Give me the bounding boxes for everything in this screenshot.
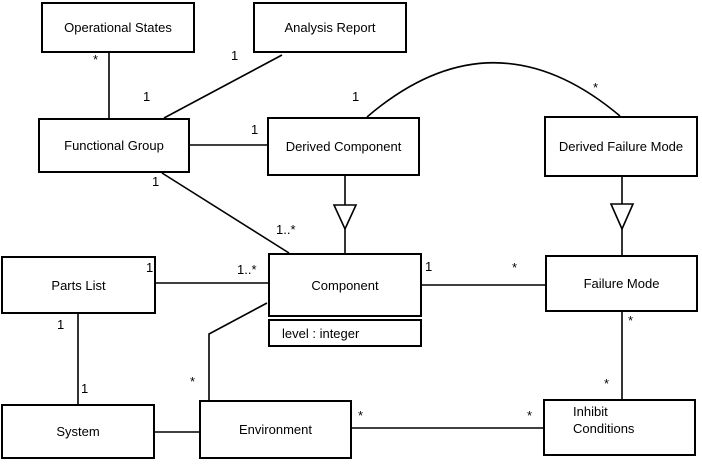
multiplicity-label: 1 [425,259,433,274]
multiplicity-label: * [190,374,196,389]
edge-derivedcomponent-derivedfailuremode-arc [366,61,621,118]
multiplicity-label: * [593,80,599,95]
class-failure-mode: Failure Mode [545,255,698,312]
class-derived-component: Derived Component [267,117,420,176]
multiplicity-label: * [527,408,533,423]
multiplicity-label: 1 [81,381,89,396]
class-functional-group: Functional Group [38,118,190,173]
generalization-arrow-component [332,204,358,231]
multiplicity-label: 1 [146,260,154,275]
multiplicity-label: 1..* [276,222,296,237]
multiplicity-label: 1 [231,48,239,63]
class-environment: Environment [199,400,352,459]
class-inhibit-conditions-label: Inhibit Conditions [573,404,635,436]
multiplicity-label: * [93,52,99,67]
multiplicity-label: 1..* [237,262,257,277]
multiplicity-label: 1 [152,174,160,189]
multiplicity-label: * [512,260,518,275]
multiplicity-label: 1 [143,89,151,104]
edge-functionalgroup-component [161,172,290,254]
class-operational-states: Operational States [41,2,195,53]
class-system: System [1,404,155,459]
multiplicity-label: 1 [352,89,360,104]
multiplicity-label: 1 [251,122,259,137]
multiplicity-label: 1 [57,317,65,332]
edge-functionalgroup-analysisreport [163,54,283,119]
class-analysis-report: Analysis Report [253,2,407,53]
class-derived-failure-mode: Derived Failure Mode [544,116,698,177]
class-inhibit-conditions: Inhibit Conditions [543,399,696,456]
generalization-arrow-failuremode [609,203,635,231]
multiplicity-label: * [628,313,634,328]
multiplicity-label: * [358,408,364,423]
multiplicity-label: * [604,376,610,391]
class-component-attribute-compartment: level : integer [268,319,422,347]
class-component-name-compartment: Component [268,253,422,317]
class-parts-list: Parts List [1,256,156,314]
edge-component-environment [208,302,268,400]
